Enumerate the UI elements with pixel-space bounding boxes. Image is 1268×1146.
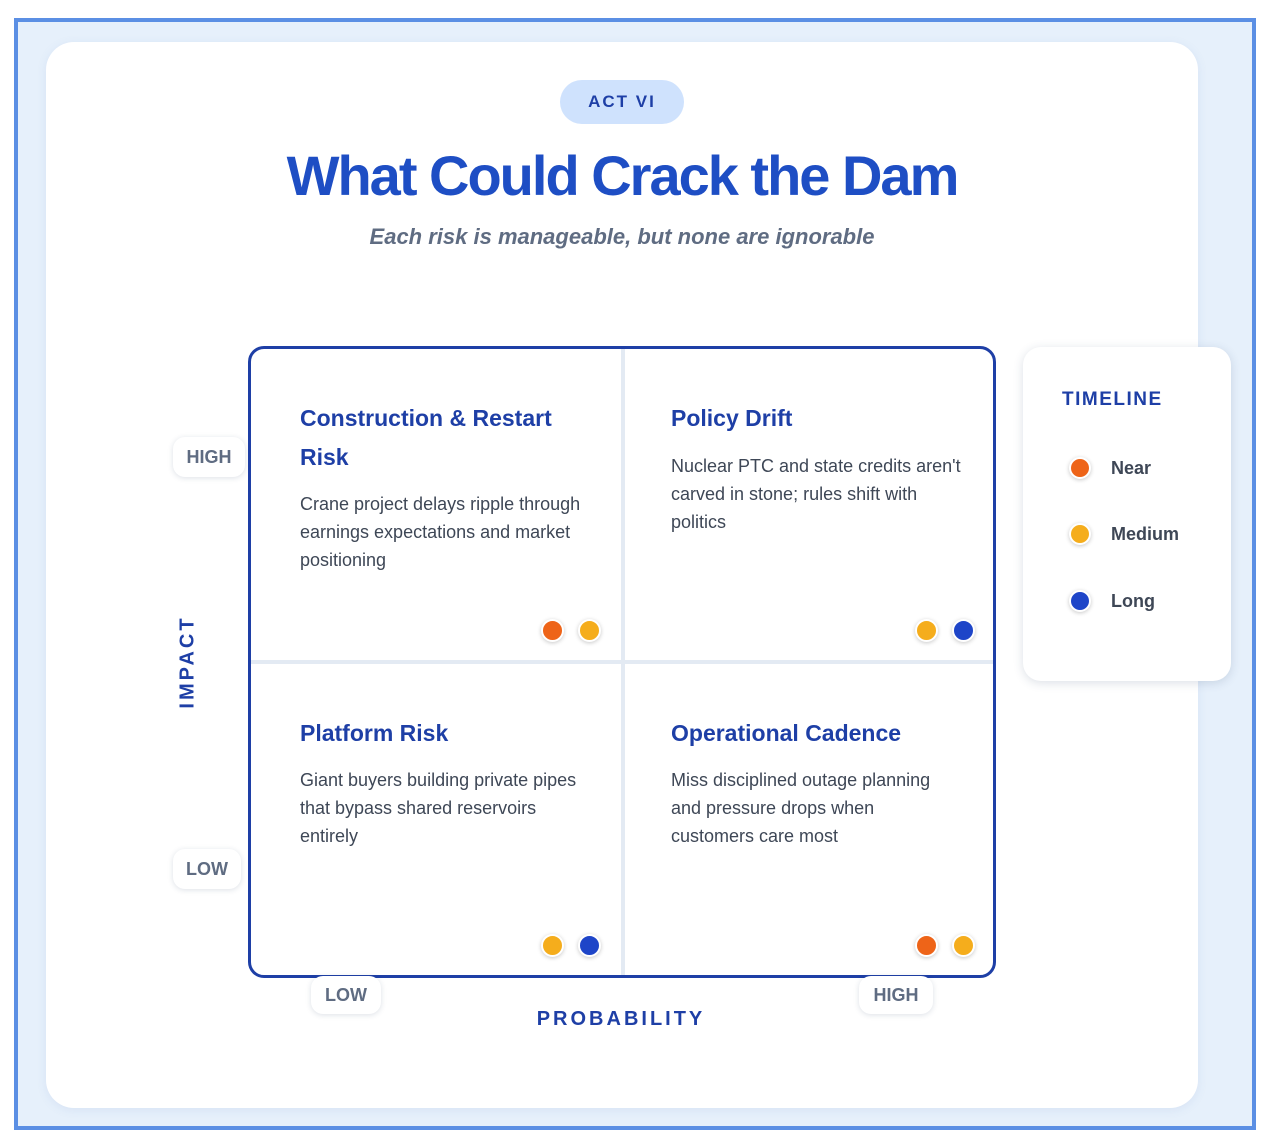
- timeline-dots: [541, 934, 601, 957]
- quadrant-high-impact-low-probability: Construction & Restart Risk Crane projec…: [251, 349, 621, 660]
- quadrant-title: Operational Cadence: [671, 720, 902, 746]
- quadrant-high-impact-high-probability: Policy Drift Nuclear PTC and state credi…: [625, 349, 993, 660]
- near-dot-icon: [1069, 457, 1091, 479]
- medium-timeline-dot-icon: [541, 934, 564, 957]
- timeline-legend: TIMELINE Near Medium Long: [1023, 347, 1231, 681]
- page-title: What Could Crack the Dam: [286, 144, 960, 207]
- near-timeline-dot-icon: [915, 934, 938, 957]
- long-dot-icon: [1069, 590, 1091, 612]
- legend-label: Near: [1111, 457, 1152, 478]
- impact-high-pill: HIGH: [173, 437, 245, 477]
- quadrant-description: Giant buyers building private pipes that…: [300, 770, 577, 846]
- quadrant-description: Crane project delays ripple through earn…: [300, 494, 581, 570]
- medium-timeline-dot-icon: [578, 619, 601, 642]
- impact-low-pill: LOW: [173, 849, 241, 889]
- quadrant-title: Construction & Restart Risk: [300, 405, 552, 470]
- act-badge: ACT VI: [560, 80, 684, 124]
- quadrant-low-impact-low-probability: Platform Risk Giant buyers building priv…: [251, 664, 621, 975]
- legend-label: Medium: [1111, 523, 1180, 544]
- quadrant-description: Nuclear PTC and state credits aren't car…: [671, 456, 961, 532]
- probability-axis-label: PROBABILITY: [536, 1008, 706, 1030]
- risk-matrix: Construction & Restart Risk Crane projec…: [248, 346, 996, 978]
- quadrant-title: Policy Drift: [671, 405, 793, 431]
- long-timeline-dot-icon: [578, 934, 601, 957]
- long-timeline-dot-icon: [952, 619, 975, 642]
- probability-low-pill: LOW: [311, 976, 381, 1014]
- medium-dot-icon: [1069, 523, 1091, 545]
- legend-item-medium: Medium: [1069, 523, 1179, 545]
- quadrant-title: Platform Risk: [300, 720, 449, 746]
- legend-item-near: Near: [1069, 457, 1151, 479]
- medium-timeline-dot-icon: [952, 934, 975, 957]
- page-subtitle: Each risk is manageable, but none are ig…: [369, 224, 875, 249]
- legend-item-long: Long: [1069, 590, 1155, 612]
- legend-label: Long: [1111, 590, 1155, 611]
- quadrant-low-impact-high-probability: Operational Cadence Miss disciplined out…: [625, 664, 993, 975]
- matrix-divider-horizontal: [251, 660, 993, 664]
- medium-timeline-dot-icon: [915, 619, 938, 642]
- near-timeline-dot-icon: [541, 619, 564, 642]
- legend-title: TIMELINE: [1062, 389, 1163, 410]
- quadrant-description: Miss disciplined outage planning and pre…: [671, 770, 931, 846]
- probability-high-pill: HIGH: [859, 976, 933, 1014]
- timeline-dots: [541, 619, 601, 642]
- timeline-dots: [915, 619, 975, 642]
- impact-axis-label: IMPACT: [176, 615, 199, 709]
- timeline-dots: [915, 934, 975, 957]
